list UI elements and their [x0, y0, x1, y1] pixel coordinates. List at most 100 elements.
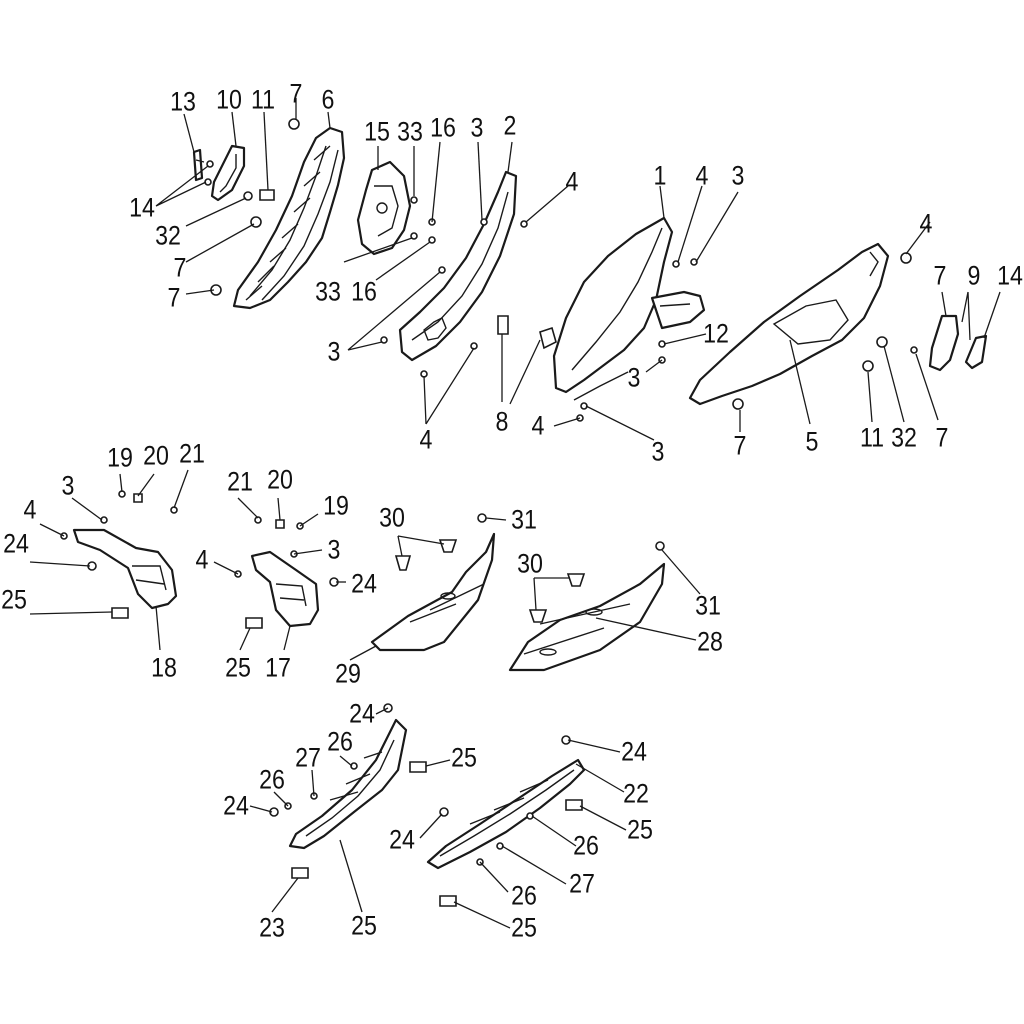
callout-24: 24	[223, 790, 249, 821]
callout-24: 24	[351, 568, 377, 599]
clip-30a	[438, 539, 458, 553]
callout-16: 16	[351, 276, 377, 307]
nut-33b	[410, 232, 418, 240]
callout-20: 20	[267, 464, 293, 495]
callout-28: 28	[697, 626, 723, 657]
clip-25f	[439, 895, 457, 907]
callout-2: 2	[503, 110, 517, 141]
nut-21b	[254, 516, 262, 524]
part-22-footboard	[426, 758, 586, 870]
clip-25c	[409, 761, 427, 773]
callout-1: 1	[653, 160, 667, 191]
callout-6: 6	[321, 84, 335, 115]
screw-14a	[206, 160, 214, 168]
callout-25: 25	[451, 742, 477, 773]
screw-3a	[480, 218, 488, 226]
callout-3: 3	[327, 534, 341, 565]
clip-25a	[111, 607, 129, 619]
callout-32: 7	[935, 422, 949, 453]
callout-17: 17	[265, 652, 291, 683]
callout-4: 4	[195, 544, 209, 575]
clip-25e	[565, 799, 583, 811]
callout-26: 26	[259, 764, 285, 795]
callout-25: 25	[225, 652, 251, 683]
callout-11: 11	[250, 84, 276, 115]
callout-3: 3	[651, 436, 665, 467]
bolt-7d	[900, 252, 912, 264]
callout-20: 20	[143, 440, 169, 471]
callout-24: 24	[349, 698, 375, 729]
screw-16b	[428, 236, 436, 244]
bolt-7c	[288, 118, 300, 130]
callout-4: 3	[627, 362, 641, 393]
callout-26: 26	[573, 830, 599, 861]
callout-23: 25	[351, 910, 377, 941]
callout-22: 22	[623, 778, 649, 809]
callout-31: 31	[511, 504, 537, 535]
callout-24: 24	[389, 824, 415, 855]
callout-24: 24	[3, 528, 29, 559]
callout-21: 21	[227, 466, 253, 497]
part-6-side-bracket	[232, 126, 346, 310]
callout-30: 30	[517, 548, 543, 579]
callout-32: 32	[155, 220, 181, 251]
callout-12: 14	[997, 260, 1023, 291]
part-17-lower-bracket	[250, 550, 320, 628]
screw-3d	[380, 336, 388, 344]
bolt-11b	[876, 336, 888, 348]
callout-11: 32	[891, 422, 917, 453]
callout-4: 4	[565, 166, 579, 197]
callout-7: 7	[733, 430, 747, 461]
callout-3: 3	[470, 112, 484, 143]
nut-4a	[520, 220, 528, 228]
callout-7: 7	[167, 282, 181, 313]
callout-4: 4	[531, 410, 545, 441]
callout-3: 3	[61, 470, 75, 501]
bolt-7f	[732, 398, 744, 410]
callout-10: 10	[216, 84, 242, 115]
clip-30d	[528, 609, 548, 623]
callout-31: 31	[695, 590, 721, 621]
clip-30b	[394, 555, 412, 571]
callout-14: 9	[967, 260, 981, 291]
screw-3b	[690, 258, 698, 266]
callout-25: 25	[627, 814, 653, 845]
callout-3: 3	[327, 336, 341, 367]
part-28-floor-mat	[508, 562, 666, 672]
callout-27: 27	[569, 868, 595, 899]
clip-8	[497, 315, 509, 335]
screw-3c	[438, 266, 446, 274]
callout-25: 25	[1, 584, 27, 615]
callout-7: 7	[289, 78, 303, 109]
callout-3: 3	[731, 160, 745, 191]
callout-33: 33	[315, 276, 341, 307]
callout-33: 33	[397, 116, 423, 147]
clip-4-mid	[539, 326, 557, 350]
callout-4: 4	[695, 160, 709, 191]
callout-25: 25	[511, 912, 537, 943]
callout-24: 24	[621, 736, 647, 767]
callout-29: 29	[335, 658, 361, 689]
part-29-floor-mat	[370, 532, 496, 652]
leader-lines	[29, 98, 1001, 929]
callout-3: 12	[703, 318, 729, 349]
nut-33a	[410, 196, 418, 204]
callout-19: 19	[107, 442, 133, 473]
callout-4: 4	[23, 494, 37, 525]
bolt-11	[259, 189, 275, 201]
callout-14: 14	[129, 192, 155, 223]
part-10-grab-handle	[210, 144, 246, 202]
callout-21: 21	[179, 438, 205, 469]
callout-13: 13	[170, 86, 196, 117]
screw-31a	[477, 513, 487, 523]
callout-27: 27	[295, 742, 321, 773]
callout-30: 30	[379, 502, 405, 533]
clip-30c	[566, 573, 586, 587]
callout-8: 8	[495, 406, 509, 437]
bolt-7e	[862, 360, 874, 372]
callout-19: 19	[323, 490, 349, 521]
callout-18: 18	[151, 652, 177, 683]
callout-25: 23	[259, 912, 285, 943]
callout-7: 7	[173, 252, 187, 283]
